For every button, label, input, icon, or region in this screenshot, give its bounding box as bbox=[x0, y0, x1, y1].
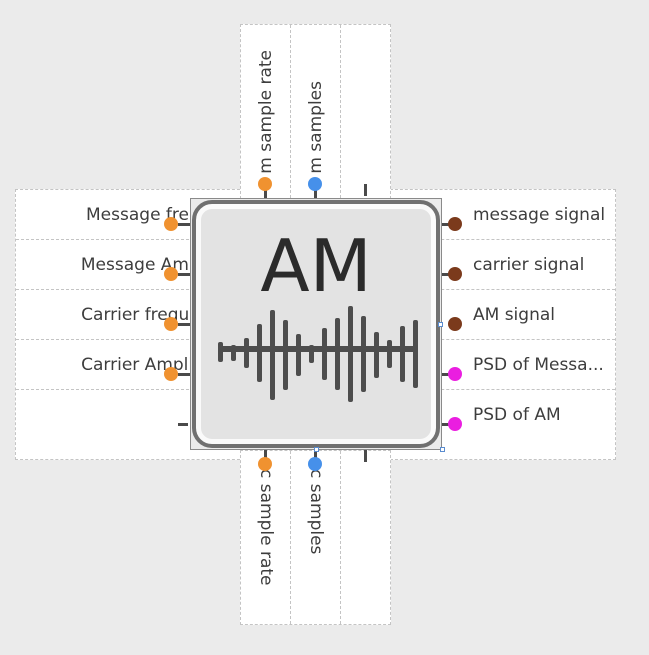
input-row[interactable]: Carrier Amplit... bbox=[16, 340, 244, 390]
audio-waveform-icon bbox=[218, 306, 418, 402]
am-modulator-node[interactable]: AM bbox=[192, 200, 440, 448]
output-port-dot[interactable] bbox=[448, 217, 462, 231]
bottom-connector-line bbox=[314, 448, 317, 460]
output-port-dot[interactable] bbox=[448, 417, 462, 431]
output-connector-line bbox=[440, 223, 450, 226]
output-port-dot[interactable] bbox=[448, 367, 462, 381]
input-connector-line bbox=[178, 273, 192, 276]
input-connector-line bbox=[178, 373, 192, 376]
top-port-column[interactable]: m sample rate bbox=[241, 25, 291, 198]
output-port-label: AM signal bbox=[473, 305, 555, 325]
resize-handle[interactable] bbox=[440, 447, 445, 452]
output-row[interactable]: PSD of Messa... bbox=[391, 340, 615, 390]
output-row[interactable]: AM signal bbox=[391, 290, 615, 340]
input-port-dot[interactable] bbox=[164, 367, 178, 381]
output-port-dot[interactable] bbox=[448, 317, 462, 331]
top-connector-line bbox=[264, 188, 267, 200]
output-row[interactable]: message signal bbox=[391, 190, 615, 240]
empty-top-column bbox=[341, 25, 390, 198]
bottom-port-column[interactable]: c sample rate bbox=[241, 451, 291, 624]
top-connector-line bbox=[314, 188, 317, 200]
top-port-dot[interactable] bbox=[308, 177, 322, 191]
input-port-dot[interactable] bbox=[164, 317, 178, 331]
input-row[interactable]: Carrier freque... bbox=[16, 290, 244, 340]
output-port-label: PSD of Messa... bbox=[473, 355, 604, 375]
output-port-label: PSD of AM bbox=[473, 405, 561, 425]
bottom-connector-line bbox=[264, 448, 267, 460]
bottom-port-label: c sample rate bbox=[256, 469, 276, 586]
top-port-column[interactable]: m samples bbox=[291, 25, 341, 198]
output-port-label: carrier signal bbox=[473, 255, 585, 275]
output-connector-line bbox=[440, 373, 450, 376]
input-row[interactable]: Message Amp... bbox=[16, 240, 244, 290]
top-port-label: m samples bbox=[306, 81, 326, 174]
output-port-dot[interactable] bbox=[448, 267, 462, 281]
input-connector-line bbox=[178, 223, 192, 226]
top-port-dot[interactable] bbox=[258, 177, 272, 191]
input-port-dot[interactable] bbox=[164, 217, 178, 231]
output-connector-line bbox=[440, 273, 450, 276]
unused-port-stub bbox=[178, 423, 188, 426]
bottom-port-column[interactable]: c samples bbox=[291, 451, 341, 624]
top-port-panel: m sample rate m samples bbox=[240, 24, 391, 199]
node-title: AM bbox=[260, 224, 372, 308]
resize-handle[interactable] bbox=[314, 447, 319, 452]
empty-bottom-column bbox=[341, 451, 390, 624]
output-connector-line bbox=[440, 423, 450, 426]
bottom-port-panel: c sample rate c samples bbox=[240, 450, 391, 625]
bottom-port-dot[interactable] bbox=[308, 457, 322, 471]
unused-port-stub bbox=[364, 450, 367, 462]
resize-handle[interactable] bbox=[438, 322, 443, 327]
input-port-dot[interactable] bbox=[164, 267, 178, 281]
input-row[interactable]: Message freq... bbox=[16, 190, 244, 240]
output-row[interactable]: carrier signal bbox=[391, 240, 615, 290]
output-port-label: message signal bbox=[473, 205, 606, 225]
top-port-label: m sample rate bbox=[256, 50, 276, 174]
unused-port-stub bbox=[364, 184, 367, 196]
bottom-port-label: c samples bbox=[306, 469, 326, 555]
input-connector-line bbox=[178, 323, 192, 326]
bottom-port-dot[interactable] bbox=[258, 457, 272, 471]
